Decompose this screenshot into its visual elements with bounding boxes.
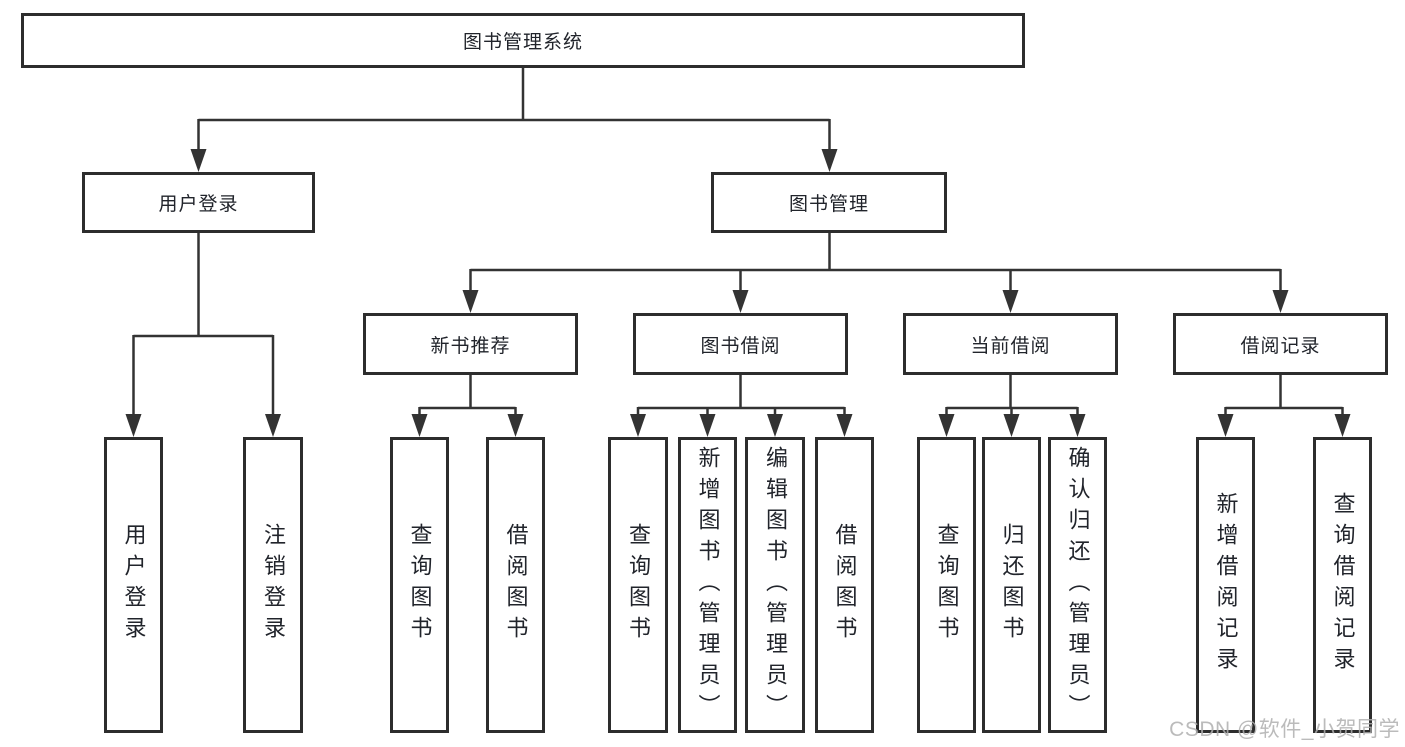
node-current-return-books: 归还图书 [982, 437, 1041, 733]
node-label: 编辑图书（管理员） [763, 445, 788, 725]
arrowhead [1217, 414, 1234, 437]
edges-borrowing-records-to-leaves [1217, 375, 1351, 437]
arrowhead [1003, 414, 1020, 437]
node-recommend-borrow-books: 借阅图书 [486, 437, 545, 733]
node-label: 借阅图书 [503, 523, 529, 647]
arrowhead [507, 414, 524, 437]
node-label: 查询图书 [407, 523, 433, 647]
arrowhead [1069, 414, 1086, 437]
arrowhead [411, 414, 428, 437]
node-new-book-recommend: 新书推荐 [363, 313, 578, 375]
node-recommend-query-books: 查询图书 [390, 437, 449, 733]
node-label: 用户登录 [158, 194, 239, 215]
node-root: 图书管理系统 [21, 13, 1025, 68]
node-borrowing-records: 借阅记录 [1173, 313, 1388, 375]
node-label: 当前借阅 [970, 335, 1051, 357]
arrowhead [732, 290, 749, 313]
node-label: 新书推荐 [430, 335, 511, 357]
node-user-login: 用户登录 [82, 172, 315, 233]
node-label: 查询借阅记录 [1330, 492, 1356, 678]
arrowhead [462, 290, 479, 313]
node-label: 图书管理 [788, 194, 869, 215]
arrowhead [125, 414, 142, 437]
edges-book-management-to-level3 [462, 233, 1289, 313]
node-label: 图书管理系统 [462, 32, 583, 53]
node-label: 确认归还（管理员） [1065, 445, 1091, 725]
edges-root-to-level2 [190, 68, 838, 172]
node-user-login-leaf: 用户登录 [104, 437, 163, 733]
node-borrowing-query-books: 查询图书 [608, 437, 668, 733]
arrowhead [1272, 290, 1289, 313]
node-label: 借阅记录 [1240, 335, 1321, 357]
node-borrowing-add-books-admin: 新增图书（管理员） [678, 437, 737, 733]
node-label: 新增图书（管理员） [695, 445, 721, 725]
node-label: 查询图书 [934, 523, 960, 647]
node-current-borrowing: 当前借阅 [903, 313, 1118, 375]
arrowhead [767, 414, 783, 437]
node-logout-leaf: 注销登录 [243, 437, 303, 733]
node-borrowing-edit-books-admin: 编辑图书（管理员） [745, 437, 805, 733]
node-label: 查询图书 [626, 523, 651, 647]
arrowhead [190, 149, 207, 172]
node-label: 借阅图书 [832, 523, 858, 647]
edges-user-login-to-leaves [125, 233, 281, 437]
arrowhead [699, 414, 716, 437]
node-label: 归还图书 [999, 523, 1025, 647]
node-label: 用户登录 [121, 523, 147, 647]
arrowhead [1002, 290, 1019, 313]
watermark: CSDN @软件_小贺同学 [1169, 718, 1400, 741]
node-records-query-borrow-record: 查询借阅记录 [1313, 437, 1372, 733]
edges-book-borrowing-to-leaves [630, 375, 853, 437]
node-records-add-borrow-record: 新增借阅记录 [1196, 437, 1255, 733]
arrowhead [836, 414, 853, 437]
arrowhead [265, 414, 281, 437]
node-current-query-books: 查询图书 [917, 437, 976, 733]
node-label: 图书借阅 [700, 335, 781, 357]
edges-current-borrowing-to-leaves [938, 375, 1086, 437]
edges-new-book-recommend-to-leaves [411, 375, 524, 437]
arrowhead [938, 414, 955, 437]
node-current-confirm-return-admin: 确认归还（管理员） [1048, 437, 1107, 733]
node-label: 注销登录 [261, 523, 286, 647]
arrowhead [630, 414, 646, 437]
node-book-borrowing: 图书借阅 [633, 313, 848, 375]
node-borrowing-borrow-books: 借阅图书 [815, 437, 874, 733]
node-book-management: 图书管理 [711, 172, 947, 233]
arrowhead [821, 149, 838, 172]
node-label: 新增借阅记录 [1213, 492, 1239, 678]
arrowhead [1334, 414, 1351, 437]
